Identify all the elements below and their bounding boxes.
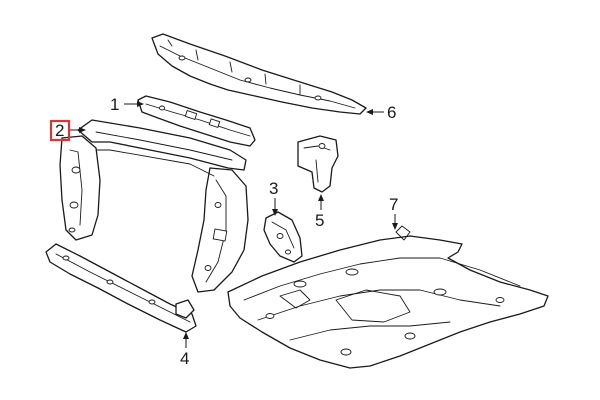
part-1-upper-bracket xyxy=(137,95,256,147)
callout-1: 1 xyxy=(110,95,119,114)
part-3-side-bracket xyxy=(263,211,303,263)
part-2-radiator-support xyxy=(59,119,249,293)
callouts: 1 2 3 4 5 6 7 xyxy=(49,95,398,368)
part-5-latch-bracket xyxy=(297,135,339,193)
callout-5: 5 xyxy=(315,211,324,230)
callout-4: 4 xyxy=(180,349,189,368)
callout-2-highlight xyxy=(49,119,71,142)
callout-2: 2 xyxy=(55,121,64,140)
callout-7: 7 xyxy=(389,195,398,214)
part-7-splash-shield xyxy=(227,225,549,369)
callout-3: 3 xyxy=(269,179,278,198)
part-6-upper-cover xyxy=(151,33,367,115)
callout-6: 6 xyxy=(387,103,396,122)
part-4-lower-tie-bar xyxy=(45,243,197,333)
callout-leaders xyxy=(70,101,398,348)
